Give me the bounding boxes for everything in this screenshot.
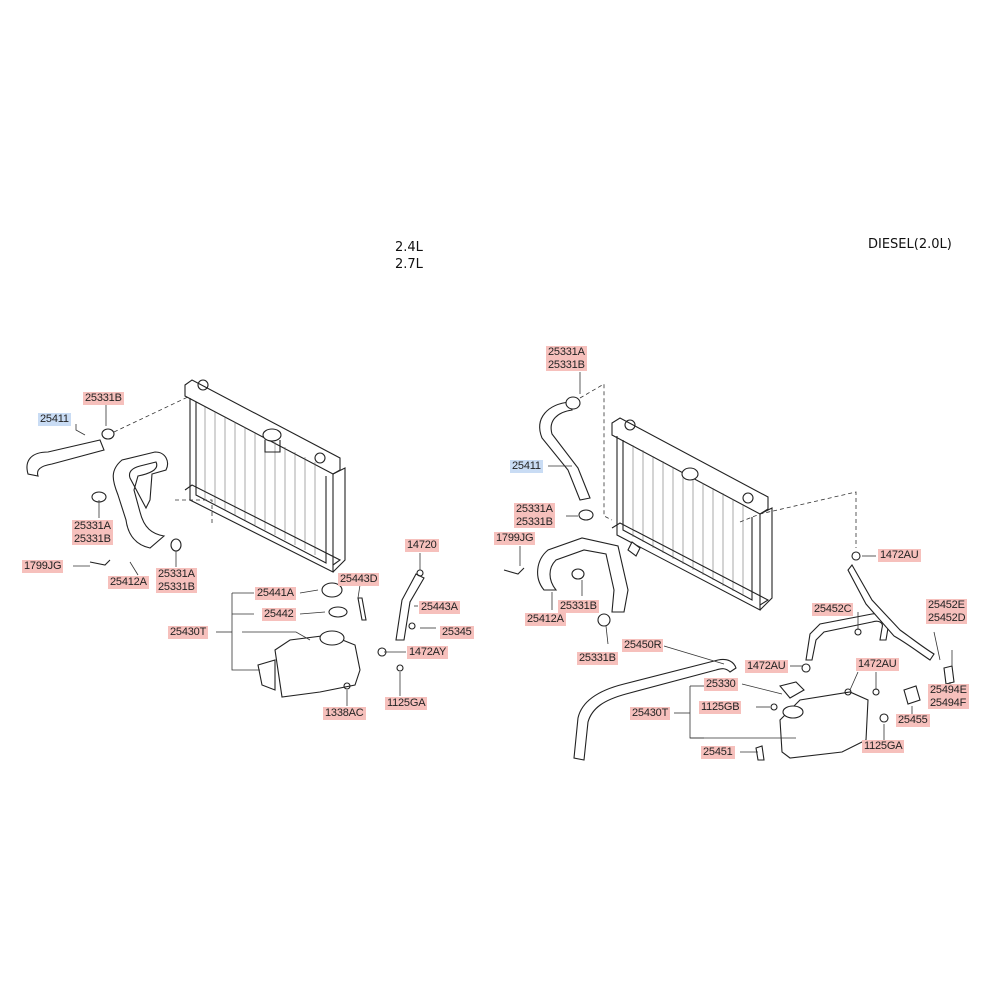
part-label-1125GB[interactable]: 1125GB (699, 701, 742, 714)
part-label-25455[interactable]: 25455 (896, 714, 930, 727)
right-bypass-hoses (805, 564, 935, 661)
part-label-25442[interactable]: 25442 (262, 608, 296, 621)
part-label-25441A[interactable]: 25441A (255, 587, 296, 600)
right-radiator (611, 417, 773, 611)
part-label-25452C[interactable]: 25452C (812, 603, 854, 616)
part-label-1338AC[interactable]: 1338AC (323, 707, 366, 720)
part-label-25452E: 25452E (928, 599, 965, 611)
part-label-25331A: 25331A (158, 568, 195, 580)
right-lower-hose-25412A (537, 537, 641, 613)
right-leader-lines (519, 372, 953, 753)
engine-variant-title: 2.4L 2.7L (395, 239, 423, 273)
left-leader-lines (73, 395, 436, 706)
part-label-1472AU[interactable]: 1472AU (878, 549, 921, 562)
part-label-25450R[interactable]: 25450R (622, 639, 664, 652)
part-label-25331B[interactable]: 25331B (558, 600, 599, 613)
part-label-25331B[interactable]: 25331B (577, 652, 618, 665)
diesel-variant-title: DIESEL(2.0L) (868, 237, 952, 252)
part-label-1472AU[interactable]: 1472AU (745, 660, 788, 673)
part-label-25452E-25452D[interactable]: 25452E 25452D (926, 599, 968, 624)
part-label-25411[interactable]: 25411 (38, 413, 71, 426)
part-label-25443D[interactable]: 25443D (338, 573, 380, 586)
left-reservoir (89, 559, 425, 698)
part-label-25331A: 25331A (516, 503, 553, 515)
part-label-25331A: 25331A (548, 346, 585, 358)
part-label-25331A-25331B[interactable]: 25331A 25331B (546, 346, 587, 371)
part-label-25331B: 25331B (516, 515, 553, 528)
right-reservoir (755, 551, 955, 761)
left-clamps (91, 428, 182, 552)
engine-variant-line-2: 2.7L (395, 257, 423, 272)
part-label-1472AU[interactable]: 1472AU (856, 658, 899, 671)
part-label-25345[interactable]: 25345 (440, 626, 474, 639)
left-lower-hose-25412A (112, 451, 169, 549)
part-label-25331A-25331B[interactable]: 25331A 25331B (514, 503, 555, 528)
part-label-1125GA[interactable]: 1125GA (862, 740, 905, 753)
part-label-25331B: 25331B (158, 580, 195, 593)
part-label-25331A-25331B[interactable]: 25331A 25331B (156, 568, 197, 593)
part-label-25494E-25494F[interactable]: 25494E 25494F (928, 684, 969, 709)
right-overflow-hose-25450R (573, 658, 737, 761)
right-clamps (503, 396, 611, 627)
part-label-25331A-25331B[interactable]: 25331A 25331B (72, 520, 113, 545)
part-label-25411[interactable]: 25411 (510, 460, 543, 473)
part-label-25331B: 25331B (548, 358, 585, 371)
part-label-1125GA[interactable]: 1125GA (385, 697, 428, 710)
part-label-14720[interactable]: 14720 (405, 539, 439, 552)
left-upper-hose-25411 (26, 439, 105, 477)
part-label-25494F: 25494F (930, 696, 967, 709)
part-label-25430T[interactable]: 25430T (630, 707, 671, 720)
left-radiator (184, 379, 346, 573)
part-label-25451[interactable]: 25451 (701, 746, 735, 759)
part-label-1799JG[interactable]: 1799JG (22, 560, 64, 573)
part-label-25331A: 25331A (74, 520, 111, 532)
part-label-1472AY[interactable]: 1472AY (407, 646, 449, 659)
part-label-25330[interactable]: 25330 (704, 678, 738, 691)
part-label-25331B: 25331B (74, 532, 111, 545)
part-label-25412A[interactable]: 25412A (525, 613, 566, 626)
engine-variant-line-1: 2.4L (395, 240, 423, 255)
part-label-25452D: 25452D (928, 611, 966, 624)
part-label-25412A[interactable]: 25412A (108, 576, 149, 589)
part-label-25443A[interactable]: 25443A (419, 601, 460, 614)
part-label-25494E: 25494E (930, 684, 967, 696)
right-upper-hose-25411 (539, 401, 591, 501)
part-label-25430T[interactable]: 25430T (168, 626, 209, 639)
part-label-1799JG[interactable]: 1799JG (494, 532, 536, 545)
part-label-25331B[interactable]: 25331B (83, 392, 124, 405)
